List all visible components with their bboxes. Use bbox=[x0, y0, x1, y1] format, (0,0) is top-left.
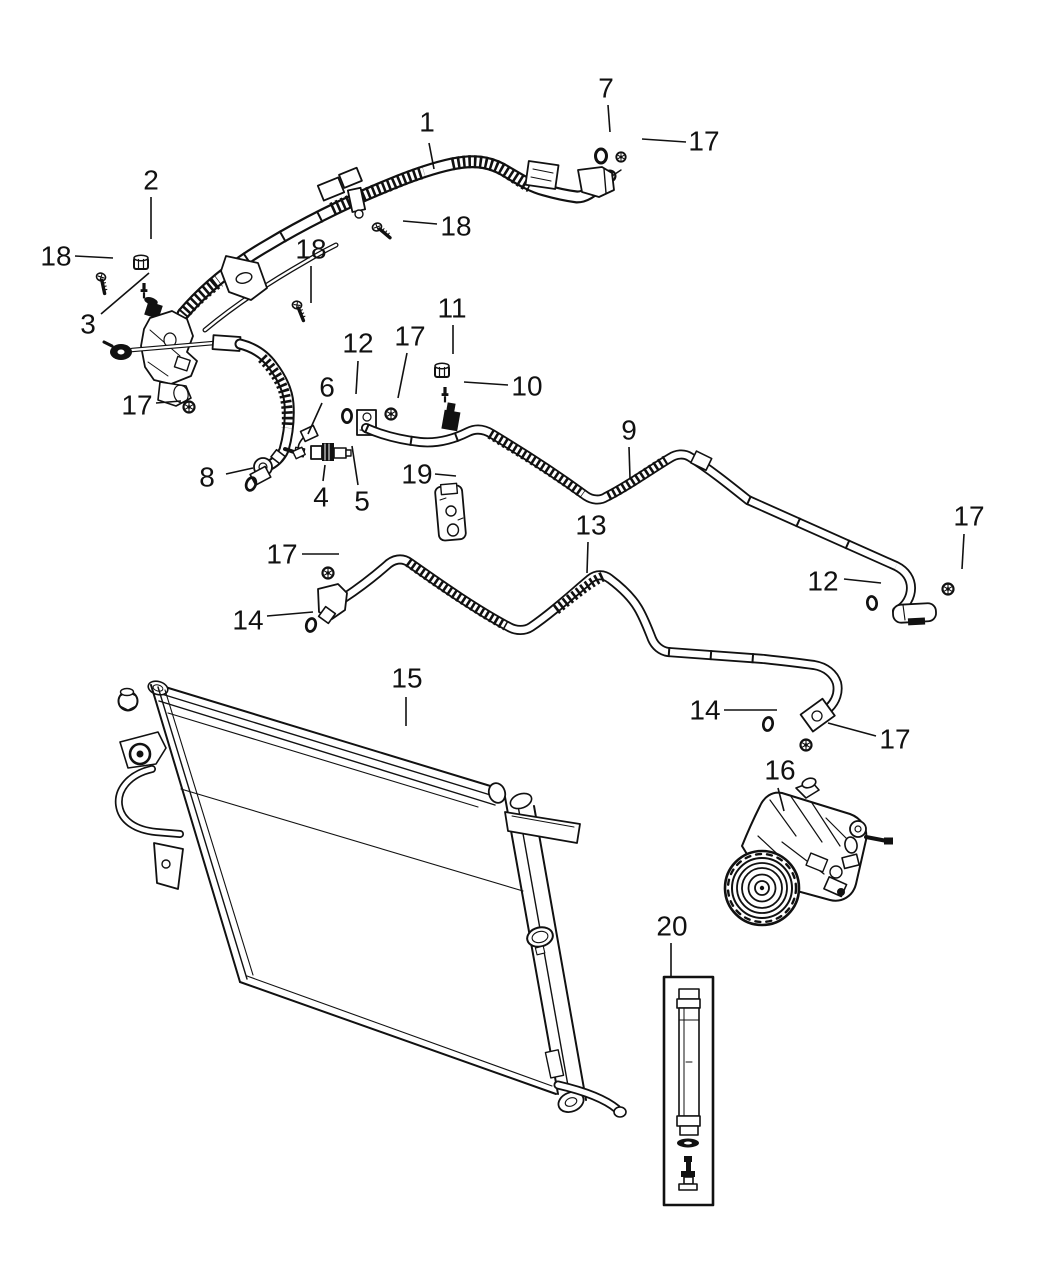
service-kit-drawing bbox=[662, 975, 715, 1207]
callout-label-7-1: 7 bbox=[598, 73, 614, 104]
discharge-suction-hose-drawing bbox=[176, 155, 622, 333]
callout-label-14-25: 14 bbox=[689, 695, 720, 726]
screw-icon bbox=[369, 218, 393, 244]
callout-leader-3-5 bbox=[100, 272, 150, 315]
callout-label-2-3: 2 bbox=[143, 165, 159, 196]
callout-label-14-23: 14 bbox=[232, 605, 263, 636]
callout-label-8-14: 8 bbox=[199, 462, 215, 493]
nut-icon bbox=[615, 151, 627, 163]
o-ring-icon bbox=[594, 147, 608, 165]
callout-leader-13-19 bbox=[586, 541, 589, 574]
callout-leader-12-21 bbox=[843, 578, 882, 584]
callout-label-17-20: 17 bbox=[953, 501, 984, 532]
callout-label-19-17: 19 bbox=[401, 459, 432, 490]
callout-label-15-24: 15 bbox=[391, 663, 422, 694]
callout-label-17-26: 17 bbox=[879, 724, 910, 755]
nut-icon bbox=[182, 400, 196, 414]
callout-leader-18-7 bbox=[402, 220, 438, 225]
callout-leader-16-27 bbox=[777, 787, 785, 812]
callout-label-20-28: 20 bbox=[656, 911, 687, 942]
callout-label-16-27: 16 bbox=[764, 755, 795, 786]
callout-label-18-6: 18 bbox=[295, 234, 326, 265]
callout-leader-17-20 bbox=[961, 533, 965, 570]
screw-icon bbox=[288, 298, 309, 323]
callout-label-11-8: 11 bbox=[437, 293, 466, 324]
callout-leader-18-4 bbox=[74, 255, 114, 259]
o-ring-icon bbox=[303, 616, 319, 634]
o-ring-icon bbox=[760, 715, 776, 733]
screw-icon bbox=[90, 270, 113, 296]
o-ring-icon bbox=[341, 408, 353, 424]
callout-leader-4-15 bbox=[322, 464, 326, 482]
callout-label-13-19: 13 bbox=[575, 510, 606, 541]
nut-icon bbox=[321, 566, 335, 580]
callout-label-4-15: 4 bbox=[313, 482, 329, 513]
callout-leader-17-10 bbox=[397, 352, 408, 399]
callout-label-10-11: 10 bbox=[511, 371, 542, 402]
callout-label-17-13: 17 bbox=[121, 390, 152, 421]
diagram-artwork bbox=[90, 147, 955, 1207]
pressure-sensor-drawing bbox=[292, 424, 352, 461]
valve-core-icon bbox=[140, 283, 148, 299]
nut-icon bbox=[799, 738, 813, 752]
liquid-line-lower-drawing bbox=[317, 554, 843, 733]
callout-label-18-7: 18 bbox=[440, 211, 471, 242]
callout-label-12-9: 12 bbox=[342, 328, 373, 359]
nut-icon bbox=[384, 407, 398, 421]
fasteners-and-seals bbox=[90, 147, 955, 752]
callout-leader-14-23 bbox=[266, 611, 314, 617]
condenser-drawing bbox=[114, 680, 627, 1118]
liquid-line-upper-drawing bbox=[356, 402, 937, 626]
callout-label-5-16: 5 bbox=[354, 486, 370, 517]
o-ring-icon bbox=[243, 474, 259, 494]
nut-icon bbox=[941, 582, 955, 596]
callout-leader-6-12 bbox=[307, 402, 323, 435]
valve-core-icon bbox=[441, 387, 449, 403]
callout-label-17-10: 17 bbox=[394, 321, 425, 352]
valve-cap-icon bbox=[133, 254, 149, 270]
callout-leader-10-11 bbox=[463, 381, 509, 386]
callout-label-1-0: 1 bbox=[419, 107, 435, 138]
callout-label-18-4: 18 bbox=[40, 241, 71, 272]
callout-label-17-2: 17 bbox=[688, 126, 719, 157]
retainer-bracket-drawing bbox=[434, 482, 467, 542]
callout-leader-12-9 bbox=[355, 360, 359, 395]
callout-leader-17-13 bbox=[155, 400, 182, 404]
compressor-drawing bbox=[723, 777, 893, 927]
callout-label-6-12: 6 bbox=[319, 372, 335, 403]
callout-leader-5-16 bbox=[351, 445, 359, 486]
junction-block-drawing bbox=[102, 297, 242, 407]
callout-label-3-5: 3 bbox=[80, 309, 96, 340]
valve-cap-icon bbox=[434, 362, 450, 378]
callout-leader-8-14 bbox=[225, 467, 254, 475]
callout-leader-17-26 bbox=[827, 722, 877, 737]
callout-leader-17-2 bbox=[641, 138, 687, 143]
callout-label-12-21: 12 bbox=[807, 566, 838, 597]
callout-leader-7-1 bbox=[607, 104, 611, 133]
jumper-hose-drawing bbox=[234, 338, 306, 486]
o-ring-icon bbox=[865, 594, 879, 612]
callout-label-17-22: 17 bbox=[266, 539, 297, 570]
callout-leader-9-18 bbox=[628, 446, 631, 479]
callout-label-9-18: 9 bbox=[621, 415, 637, 446]
callout-leader-19-17 bbox=[434, 473, 457, 477]
callout-leader-1-0 bbox=[428, 142, 435, 170]
